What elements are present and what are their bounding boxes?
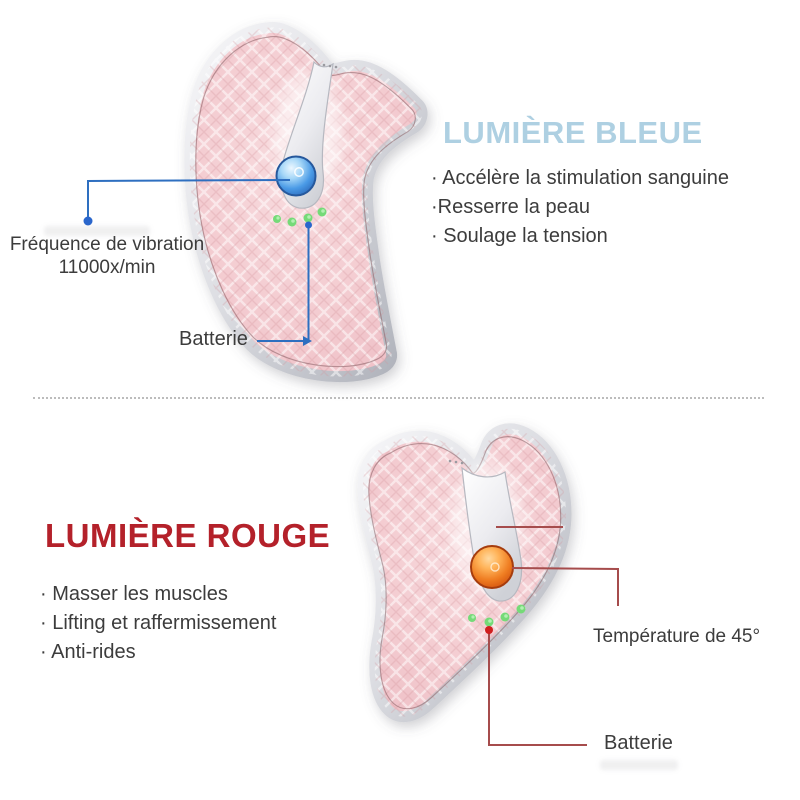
battery-label-bottom: Batterie (604, 732, 673, 754)
device-face-inner-line (195, 36, 416, 368)
speaker-dots (322, 63, 338, 69)
battery-bottom-leader-line (488, 630, 587, 746)
benefit-item: · Masser les muscles (40, 583, 228, 605)
erased-text-artifact (44, 226, 150, 236)
battery-top-arrowhead (303, 336, 312, 346)
red-light-title: LUMIÈRE ROUGE (45, 517, 331, 554)
blue-light-benefits-list: · Accélère la stimulation sanguine ·Ress… (431, 164, 729, 251)
battery-top-leader-line (257, 226, 310, 342)
benefit-item: · Soulage la tension (431, 225, 608, 247)
red-led-center-ring (490, 562, 500, 572)
red-led-button (470, 545, 514, 589)
gua-sha-device-blue (184, 21, 428, 383)
battery-bottom-leader-dot (485, 626, 493, 634)
speaker-dots (448, 459, 464, 465)
vibration-frequency-line2: 11000x/min (58, 257, 156, 278)
battery-top-leader-dot (305, 221, 312, 229)
erased-text-artifact (600, 760, 678, 770)
vibration-frequency-line1: Fréquence de vibration (9, 234, 205, 255)
section-divider (33, 397, 764, 399)
blue-led-center-ring (294, 167, 304, 177)
benefit-item: · Anti-rides (40, 641, 136, 663)
vibration-frequency-label: Fréquence de vibration 11000x/min (0, 233, 214, 279)
gua-sha-device-red (357, 423, 572, 723)
battery-label-top: Batterie (179, 328, 248, 350)
blue-led-button (275, 155, 317, 197)
benefit-item: · Accélère la stimulation sanguine (431, 167, 729, 189)
green-led-dots (468, 604, 526, 627)
red-light-benefits-list: · Masser les muscles · Lifting et raffer… (40, 580, 276, 667)
temperature-leader-line (511, 567, 619, 606)
benefit-item: ·Resserre la peau (431, 196, 590, 218)
green-led-dots (273, 207, 327, 227)
frequency-leader-line (87, 179, 291, 221)
blue-light-title: LUMIÈRE BLEUE (443, 115, 703, 150)
temperature-label: Température de 45° (593, 626, 761, 647)
benefit-item: · Lifting et raffermissement (40, 612, 277, 634)
frequency-leader-dot (83, 216, 93, 226)
